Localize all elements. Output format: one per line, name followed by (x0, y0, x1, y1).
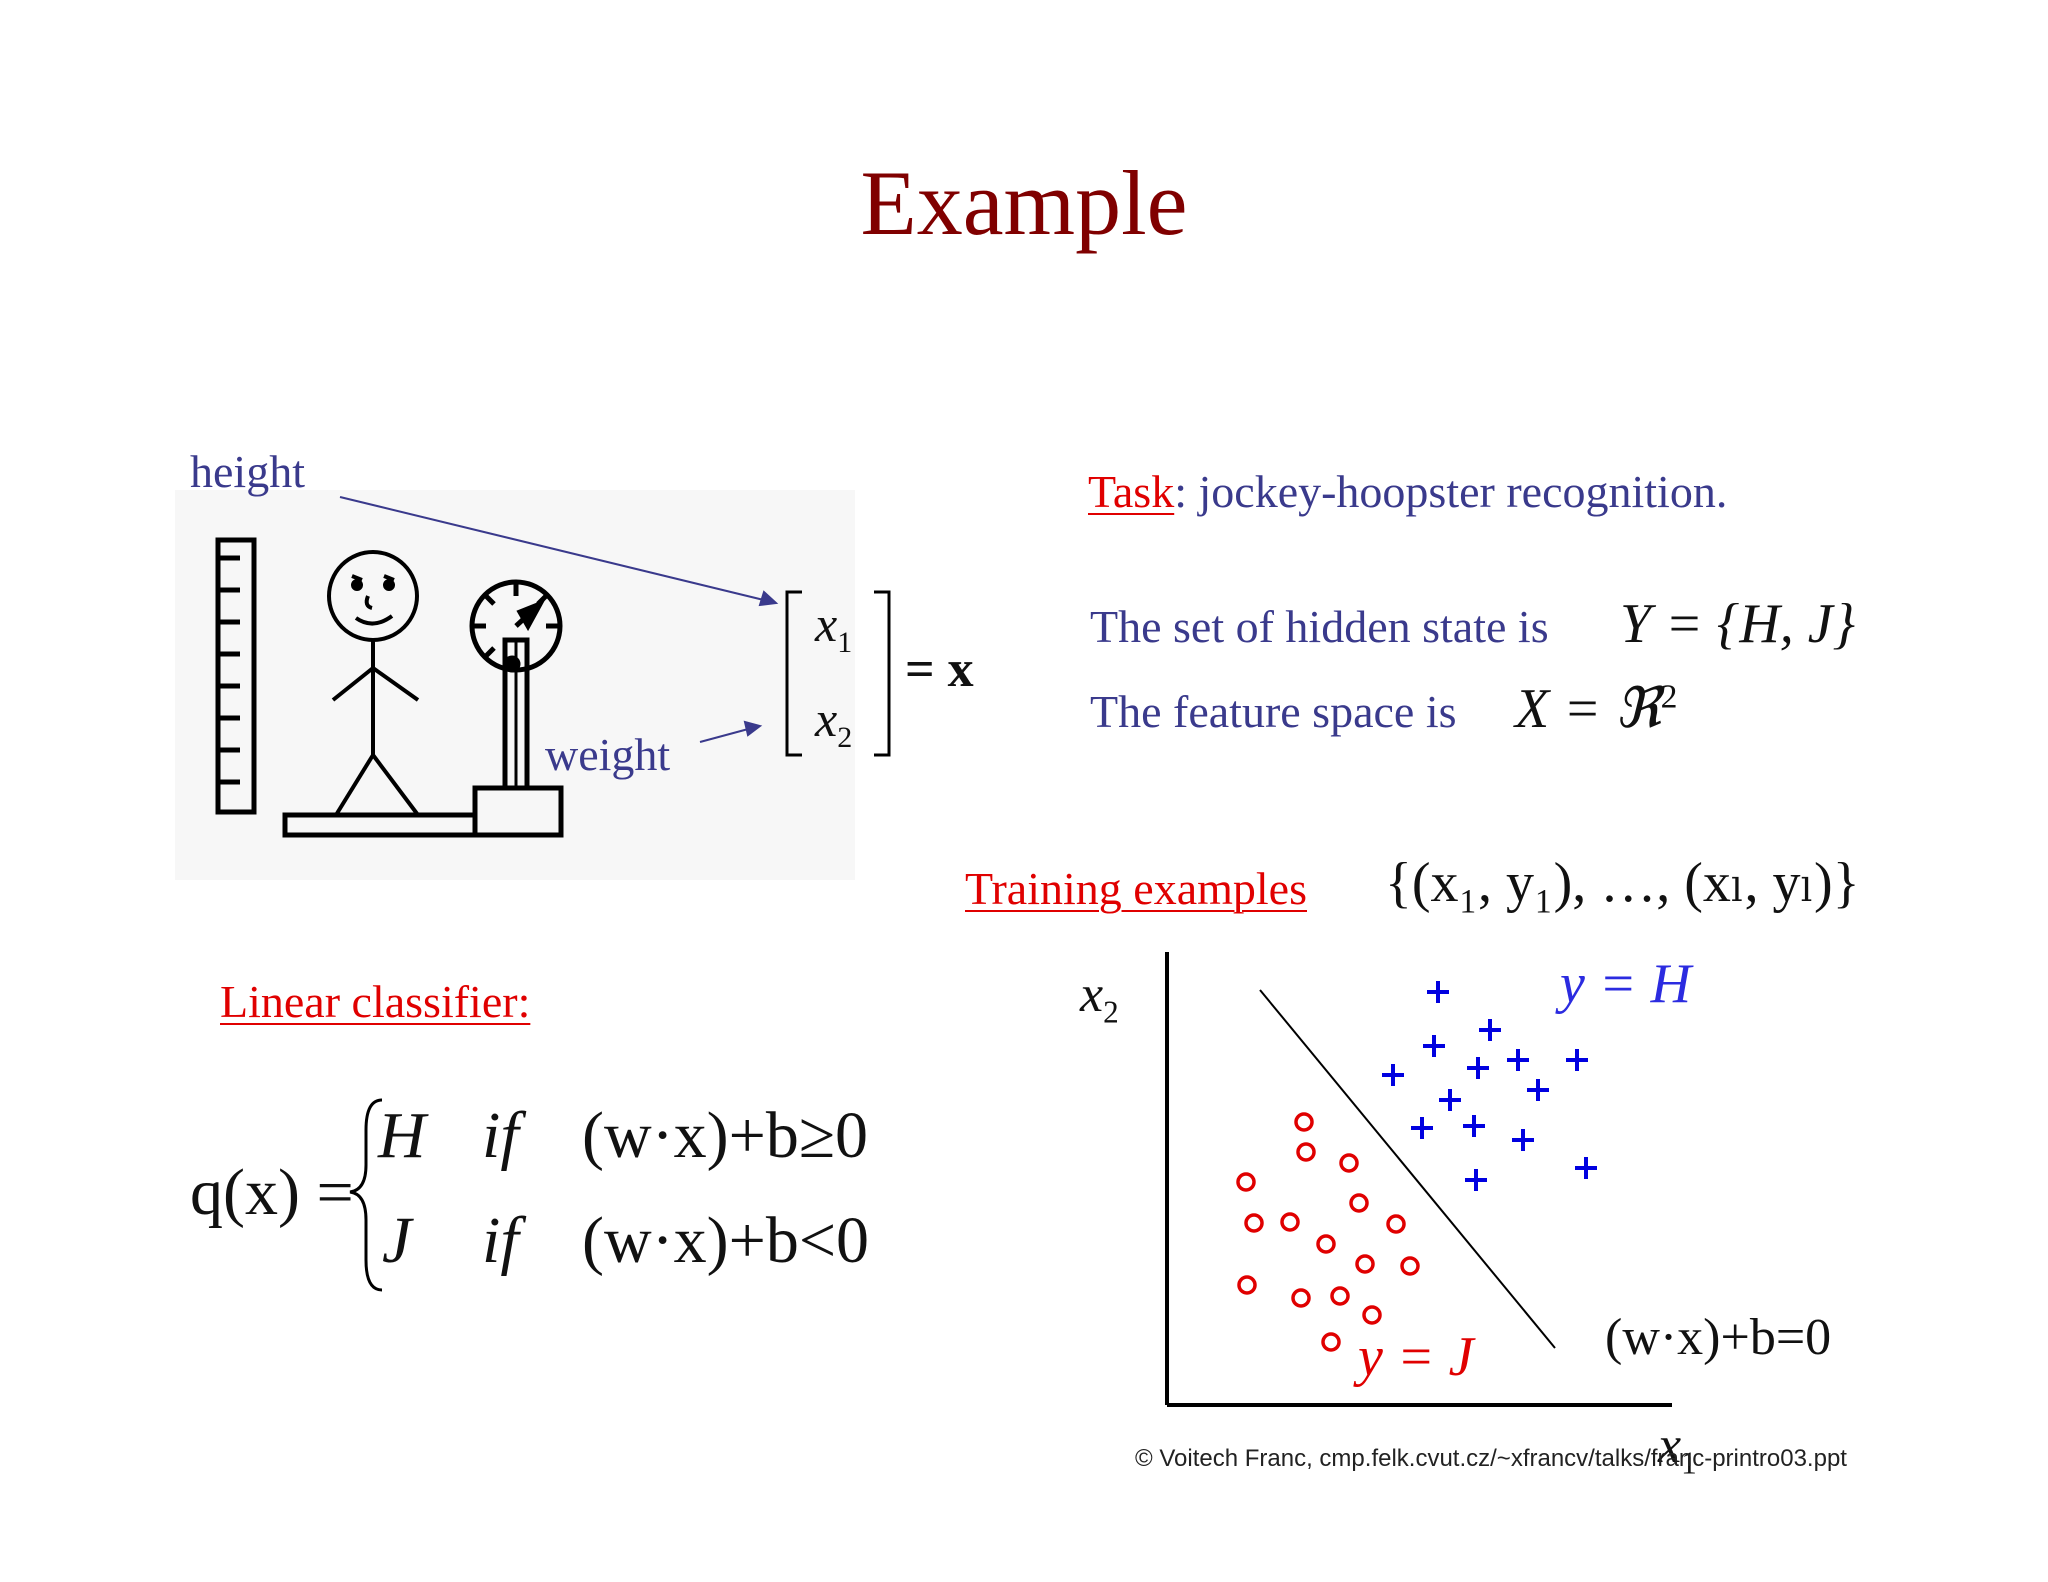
class-j-circle-marker (1386, 1214, 1406, 1234)
class-j-circle-marker (1280, 1212, 1300, 1232)
class-h-plus-marker (1512, 1129, 1534, 1151)
ruler-icon (215, 537, 257, 815)
y-axis-label: x2 (1080, 966, 1119, 1030)
task-label: Task (1088, 466, 1175, 517)
class-j-circle-marker (1236, 1172, 1256, 1192)
footer-credit: © Voitech Franc, cmp.felk.cvut.cz/~xfran… (1135, 1445, 1847, 1472)
person-icon (327, 550, 420, 817)
class-j-circle-marker (1291, 1288, 1311, 1308)
class-h-plus-marker (1463, 1115, 1485, 1137)
feature-arrows (339, 496, 779, 743)
hidden-states-math: Y = {H, J} (1620, 593, 1856, 655)
vector-equals-x: = x (905, 641, 974, 698)
x-axis-label: x1 (1658, 1417, 1697, 1481)
linear-classifier-label: Linear classifier: (220, 976, 531, 1027)
height-label: height (190, 446, 305, 497)
class-j-circle-marker (1296, 1142, 1316, 1162)
vector-x1: x1 (815, 596, 853, 659)
boundary-label: (w·x)+b=0 (1605, 1309, 1832, 1366)
class-j-circle-marker (1330, 1286, 1350, 1306)
class-h-plus-marker (1566, 1049, 1588, 1071)
class-h-plus-marker (1427, 981, 1449, 1003)
vector-x2: x2 (815, 691, 853, 754)
class-h-plus-marker (1411, 1117, 1433, 1139)
class-h-plus-marker (1507, 1049, 1529, 1071)
case1-class: H (378, 1099, 426, 1172)
feature-space-math: X = ℜ2 (1515, 678, 1678, 740)
task-line: Task: jockey-hoopster recognition. (1088, 465, 1727, 518)
feature-space-text: The feature space is (1090, 686, 1457, 737)
case2-if: if (482, 1204, 519, 1277)
case1-if: if (482, 1099, 519, 1172)
classifier-lhs: q(x) = (190, 1156, 354, 1229)
class-j-circle-marker (1362, 1305, 1382, 1325)
class-h-plus-marker (1467, 1057, 1489, 1079)
class-h-plus-marker (1527, 1079, 1549, 1101)
case2-class: J (382, 1204, 412, 1277)
class-j-circle-marker (1316, 1234, 1336, 1254)
hidden-states-text: The set of hidden state is (1090, 601, 1549, 652)
class-j-circle-marker (1339, 1153, 1359, 1173)
case1-condition: (w·x)+b≥0 (582, 1099, 869, 1172)
class-j-circle-marker (1294, 1112, 1314, 1132)
class-h-plus-marker (1439, 1089, 1461, 1111)
class-j-circle-marker (1400, 1256, 1420, 1276)
class-h-plus-marker (1423, 1035, 1445, 1057)
weight-label: weight (545, 729, 671, 780)
scale-icon (282, 579, 564, 838)
class-h-plus-marker (1575, 1157, 1597, 1179)
class-h-plus-marker (1465, 1169, 1487, 1191)
class-h-label: y = H (1560, 953, 1692, 1015)
case2-condition: (w·x)+b<0 (582, 1204, 870, 1277)
class-j-circle-marker (1237, 1275, 1257, 1295)
task-text: : jockey-hoopster recognition. (1174, 466, 1728, 517)
training-examples-math: {(x₁, y₁), …, (xₗ, yₗ)} (1385, 852, 1860, 914)
training-examples-label: Training examples (965, 863, 1307, 914)
class-j-circle-marker (1244, 1213, 1264, 1233)
class-j-circle-marker (1321, 1332, 1341, 1352)
vector-brackets (785, 590, 891, 757)
class-j-label: y = J (1358, 1326, 1474, 1388)
class-h-plus-marker (1382, 1064, 1404, 1086)
class-h-plus-marker (1479, 1019, 1501, 1041)
class-j-circle-marker (1355, 1254, 1375, 1274)
class-j-circle-marker (1349, 1193, 1369, 1213)
decision-boundary (1259, 989, 1556, 1349)
slide-title: Example (860, 152, 1188, 254)
